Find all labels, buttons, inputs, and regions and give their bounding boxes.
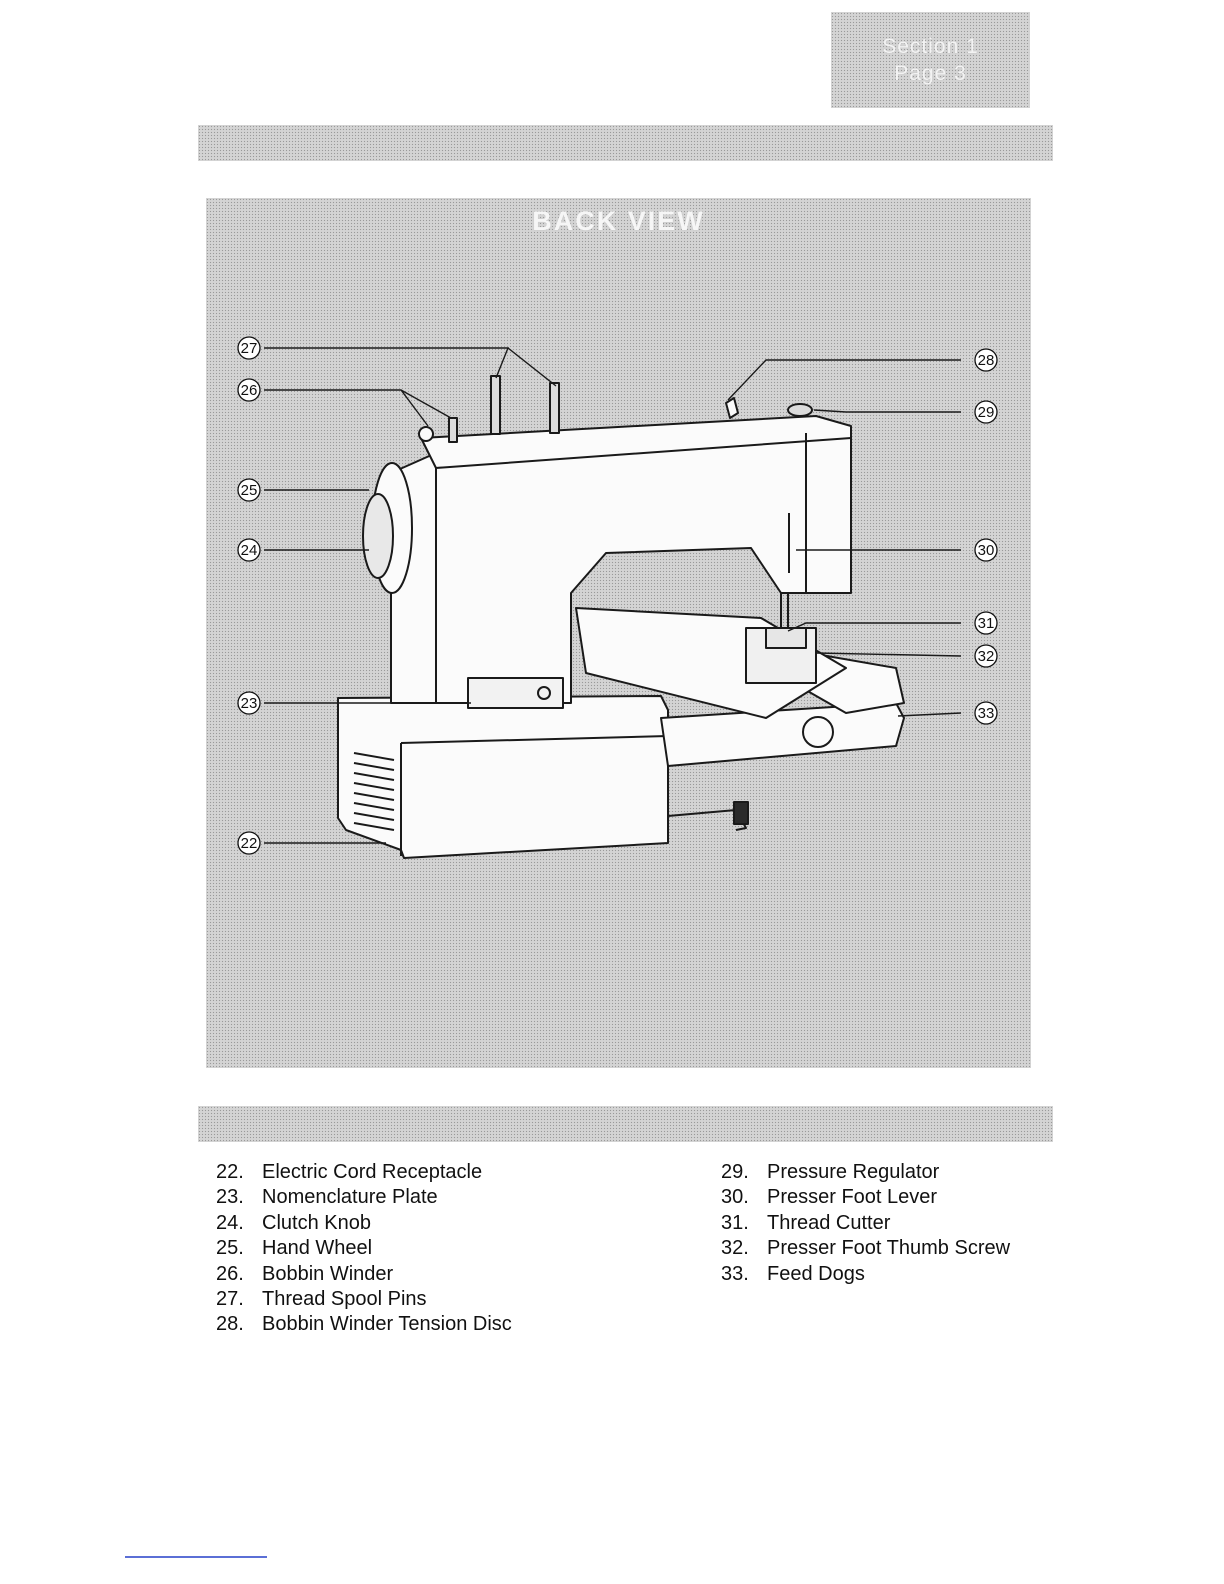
callout-23: 23	[237, 691, 261, 715]
legend-label: Clutch Knob	[262, 1211, 371, 1234]
legend-label: Nomenclature Plate	[262, 1186, 438, 1209]
svg-text:32: 32	[978, 648, 995, 665]
legend-number: 26.	[216, 1262, 244, 1285]
callout-32: 32	[974, 644, 998, 668]
legend-number: 31.	[721, 1211, 749, 1234]
legend-label: Electric Cord Receptacle	[262, 1161, 483, 1183]
svg-text:22: 22	[241, 835, 258, 852]
svg-text:26: 26	[241, 382, 258, 399]
figure-title: BACK VIEW	[532, 206, 705, 236]
legend-item: 25. Hand Wheel	[216, 1236, 512, 1261]
sewing-machine-drawing	[337, 375, 905, 859]
legend-number: 25.	[216, 1237, 244, 1260]
svg-text:24: 24	[241, 542, 258, 559]
legend-label: Feed Dogs	[767, 1262, 865, 1285]
callout-27: 27	[237, 336, 261, 360]
callout-26: 26	[237, 378, 261, 402]
legend-number: 29.	[721, 1161, 749, 1183]
legend-label: Presser Foot Lever	[767, 1186, 938, 1209]
legend-label: Bobbin Winder	[262, 1262, 394, 1285]
legend-item: 30. Presser Foot Lever	[721, 1185, 1010, 1210]
legend-label: Thread Cutter	[767, 1211, 891, 1234]
legend-number: 23.	[216, 1186, 244, 1209]
svg-text:30: 30	[978, 542, 995, 559]
legend-item: 28. Bobbin Winder Tension Disc	[216, 1312, 512, 1337]
svg-text:23: 23	[241, 695, 258, 712]
callout-28: 28	[974, 348, 998, 372]
callout-25: 25	[237, 478, 261, 502]
sewing-machine-illustration: 27 26 25 24 23 22 28 29 30 31 32 33	[237, 336, 998, 859]
section-page-tab: Section 1 Page 3	[831, 12, 1030, 108]
svg-text:27: 27	[241, 340, 258, 357]
header-divider-band	[198, 125, 1053, 161]
callout-33: 33	[974, 701, 998, 725]
callout-24: 24	[237, 538, 261, 562]
legend-item: 31. Thread Cutter	[721, 1211, 1010, 1236]
legend-label: Pressure Regulator	[767, 1161, 940, 1183]
callout-22: 22	[237, 831, 261, 855]
legend-item: 27. Thread Spool Pins	[216, 1287, 512, 1312]
legend-label: Bobbin Winder Tension Disc	[262, 1313, 512, 1336]
parts-legend-right: 29. Pressure Regulator 30. Presser Foot Le…	[721, 1160, 1010, 1287]
svg-text:29: 29	[978, 404, 995, 421]
legend-number: 24.	[216, 1211, 244, 1234]
legend-number: 33.	[721, 1262, 749, 1285]
legend-number: 32.	[721, 1237, 749, 1260]
legend-item: 32. Presser Foot Thumb Screw	[721, 1236, 1010, 1261]
legend-item: 26. Bobbin Winder	[216, 1262, 512, 1287]
svg-text:28: 28	[978, 352, 995, 369]
legend-number: 22.	[216, 1161, 244, 1183]
legend-label: Presser Foot Thumb Screw	[767, 1237, 1011, 1260]
legend-label: Thread Spool Pins	[262, 1288, 427, 1311]
legend-number: 27.	[216, 1288, 244, 1311]
callout-leader-lines	[264, 347, 962, 844]
page-label: Page 3	[894, 62, 967, 85]
legend-divider-band	[198, 1106, 1053, 1142]
legend-number: 30.	[721, 1186, 749, 1209]
back-view-figure: BACK VIEW	[206, 198, 1031, 1068]
legend-item: 23. Nomenclature Plate	[216, 1185, 512, 1210]
legend-item: 22. Electric Cord Receptacle	[216, 1160, 512, 1185]
svg-text:31: 31	[978, 615, 995, 632]
legend-label: Hand Wheel	[262, 1237, 373, 1260]
section-label: Section 1	[882, 35, 979, 58]
legend-number: 28.	[216, 1313, 244, 1336]
legend-item: 24. Clutch Knob	[216, 1211, 512, 1236]
callout-30: 30	[974, 538, 998, 562]
callout-markers: 27 26 25 24 23 22 28 29 30 31 32 33	[237, 336, 998, 855]
parts-legend-left: 22. Electric Cord Receptacle 23. Nomenclat…	[216, 1160, 512, 1338]
footer-link-underline[interactable]	[125, 1556, 267, 1558]
legend-item: 29. Pressure Regulator	[721, 1160, 1010, 1185]
callout-29: 29	[974, 400, 998, 424]
svg-text:25: 25	[241, 482, 258, 499]
legend-item: 33. Feed Dogs	[721, 1262, 1010, 1287]
callout-31: 31	[974, 611, 998, 635]
svg-text:33: 33	[978, 705, 995, 722]
